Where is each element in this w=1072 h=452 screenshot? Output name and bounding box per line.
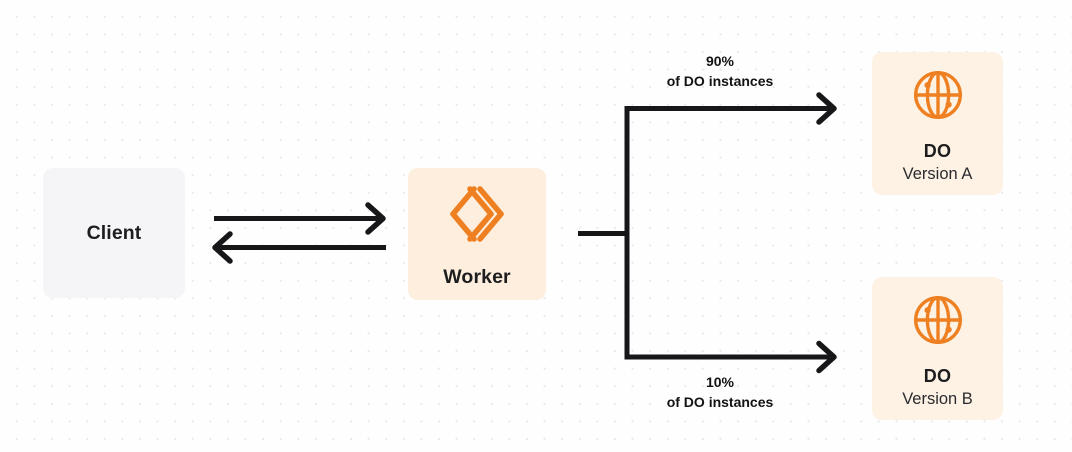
node-worker-label: Worker [443,266,511,288]
globe-icon [911,293,965,352]
cloudflare-workers-icon [443,183,511,250]
arrow-worker-to-client [212,231,386,264]
edge-label-do-a-percent: 90% [705,53,735,69]
branch-connector [578,106,832,360]
node-do-b-label: DO [923,366,952,387]
node-do-a-label: DO [923,141,952,162]
node-worker[interactable]: Worker [408,168,546,300]
edge-label-do-b-percent: 10% [705,374,735,390]
edge-label-do-a-description: of DO instances [666,72,774,89]
edge-label-do-a: 90% of DO instances [625,52,815,92]
node-do-b-version: Version B [902,390,973,409]
globe-icon [911,68,965,127]
node-client[interactable]: Client [43,168,185,298]
edge-label-do-b-description: of DO instances [666,393,774,410]
arrow-client-to-worker [214,202,386,235]
arrowhead-to-do-b [816,340,837,374]
edge-label-do-b: 10% of DO instances [625,373,815,413]
node-do-version-b[interactable]: DO Version B [872,277,1003,420]
arrowhead-to-do-a [816,92,837,125]
node-do-a-version: Version A [902,165,973,184]
node-client-label: Client [86,221,142,244]
node-do-version-a[interactable]: DO Version A [872,52,1003,195]
